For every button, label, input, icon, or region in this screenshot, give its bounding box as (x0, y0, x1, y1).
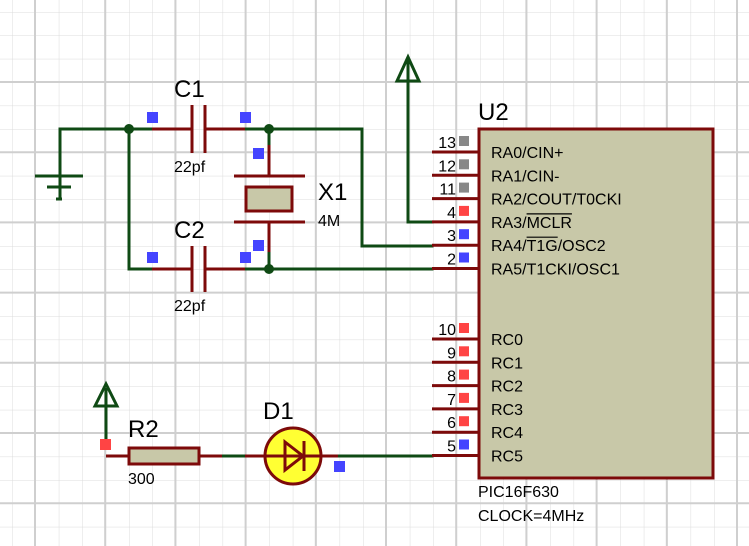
x1-value-label: 4M (318, 213, 340, 230)
pin-name: RC2 (491, 379, 523, 396)
pin-state-low (147, 252, 158, 263)
wire-mclr[interactable] (406, 80, 434, 224)
pin-state-markers (100, 112, 345, 472)
pin-number: 6 (447, 415, 456, 432)
pin-name: RA5/T1CKI/OSC1 (491, 262, 620, 279)
ic-u2[interactable]: U2 PIC16F630 CLOCK=4MHz 13RA0/CIN+12RA1/… (432, 99, 715, 525)
c2-value-label: 22pf (174, 298, 206, 315)
c1-ref-label: C1 (174, 76, 205, 103)
pin-number: 13 (438, 135, 456, 152)
pin-name: RC1 (491, 355, 523, 372)
u2-clock-label: CLOCK=4MHz (478, 508, 584, 525)
pin-state-high (100, 439, 111, 450)
pin-number: 7 (447, 392, 456, 409)
pin-number: 5 (447, 439, 456, 456)
u2-ref-label: U2 (478, 99, 509, 126)
junction-dot (124, 124, 134, 134)
pin-state-low (253, 148, 264, 159)
wire-osc2[interactable] (243, 127, 434, 248)
pin-state-low (253, 240, 264, 251)
pin-name: RA4/T1G/OSC2 (491, 238, 606, 255)
pin-name: RA3/MCLR (491, 215, 572, 232)
pin-state-high (459, 323, 469, 333)
power-terminal-mclr[interactable] (394, 53, 422, 83)
wire-ground-top[interactable] (58, 127, 154, 199)
capacitor-c2[interactable]: C2 22pf (152, 217, 245, 315)
led-d1[interactable]: D1 (245, 398, 338, 486)
pin-state-high (459, 346, 469, 357)
pin-name: RC0 (491, 332, 523, 349)
junctions (124, 124, 274, 274)
pin-name: RA2/COUT/T0CKI (491, 192, 622, 209)
pin-state-unknown (459, 136, 469, 146)
d1-ref-label: D1 (263, 398, 294, 425)
resistor-r2[interactable]: R2 300 (106, 416, 222, 488)
pin-state-low (459, 439, 469, 450)
pin-number: 4 (447, 205, 456, 222)
power-terminal-r2[interactable] (92, 380, 120, 446)
junction-dot (264, 124, 274, 134)
pin-number: 8 (447, 369, 456, 386)
junction-dot (264, 264, 274, 274)
pin-name: RC5 (491, 449, 523, 466)
pin-state-unknown (459, 159, 469, 170)
pin-state-high (459, 205, 469, 216)
pin-number: 12 (438, 158, 456, 175)
pin-state-low (459, 229, 469, 240)
pin-number: 2 (447, 252, 456, 269)
c1-value-label: 22pf (174, 159, 206, 176)
pin-state-high (459, 392, 469, 403)
pin-number: 10 (438, 322, 456, 339)
ground-symbol[interactable] (35, 174, 83, 201)
pin-number: 9 (447, 345, 456, 362)
pin-state-high (459, 369, 469, 380)
r2-ref-label: R2 (128, 416, 159, 443)
x1-ref-label: X1 (318, 179, 347, 206)
pin-state-low (147, 112, 158, 123)
pin-name: RA0/CIN+ (491, 145, 563, 162)
pin-state-high (459, 416, 469, 427)
pin-state-low (240, 252, 251, 263)
pin-number: 3 (447, 228, 456, 245)
crystal-x1[interactable]: X1 4M (234, 145, 347, 252)
capacitor-c1[interactable]: C1 22pf (152, 76, 245, 176)
pin-number: 11 (439, 182, 456, 199)
pin-state-low (334, 461, 345, 472)
pin-state-unknown (459, 182, 469, 193)
pin-name: RC4 (491, 425, 523, 442)
c2-ref-label: C2 (174, 217, 205, 244)
pin-state-low (240, 112, 251, 123)
u2-part-label: PIC16F630 (478, 484, 559, 501)
pin-name: RA1/CIN- (491, 168, 559, 185)
wire-left-vertical[interactable] (127, 127, 154, 271)
pin-state-low (459, 252, 469, 263)
pin-name: RC3 (491, 402, 523, 419)
r2-value-label: 300 (128, 471, 155, 488)
